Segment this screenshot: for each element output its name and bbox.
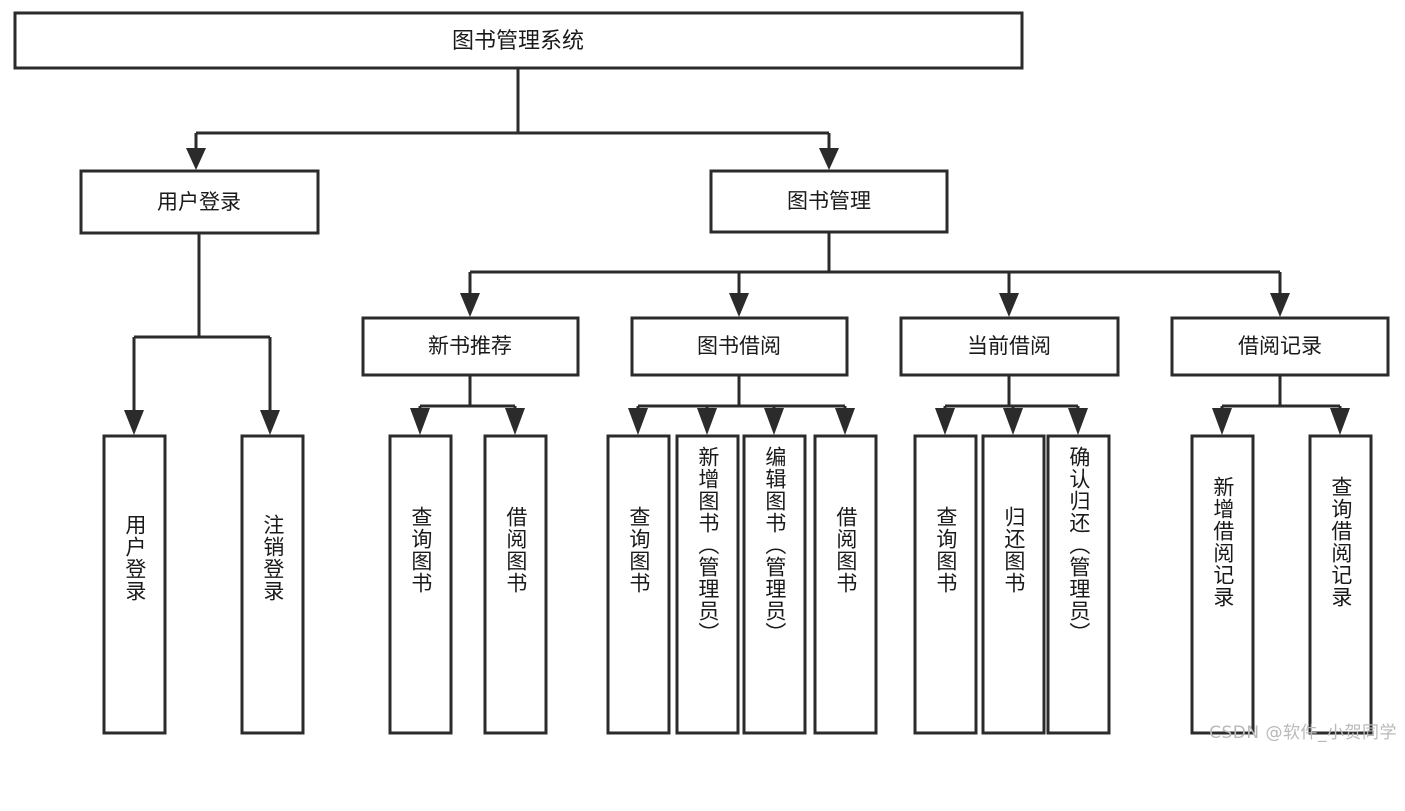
node-book-management-box[interactable] xyxy=(709,169,949,234)
diagram-canvas: 图书管理系统 用户登录 图书管理 新书推荐 图书借阅 当前借阅 借阅记录 xyxy=(13,11,1397,743)
leaf-box-book-borrow-2[interactable] xyxy=(675,434,740,735)
node-root-label: 图书管理系统 xyxy=(452,29,584,54)
node-current-borrow-box[interactable] xyxy=(899,316,1120,377)
node-book-borrow-box[interactable] xyxy=(630,316,849,377)
leaf-box-borrow-record-2[interactable] xyxy=(1308,434,1373,735)
arrow-to-current-borrow xyxy=(999,293,1019,317)
arrow-bookborrow-leaf4 xyxy=(835,408,855,435)
node-current-borrow-label: 当前借阅 xyxy=(967,334,1051,358)
node-new-book-box[interactable] xyxy=(361,316,580,377)
arrow-newbook-leaf1 xyxy=(410,408,430,435)
leaf-box-book-borrow-3[interactable] xyxy=(742,434,807,735)
leaf-box-current-borrow-2[interactable] xyxy=(981,434,1046,735)
node-borrow-record-label: 借阅记录 xyxy=(1238,334,1322,358)
leaf-box-user-login-2[interactable] xyxy=(240,434,305,735)
arrow-currentborrow-leaf2 xyxy=(1003,408,1023,435)
node-book-borrow-label: 图书借阅 xyxy=(697,334,781,358)
leaf-box-book-borrow-4[interactable] xyxy=(813,434,878,735)
hierarchy-svg: 图书管理系统 用户登录 图书管理 新书推荐 图书借阅 当前借阅 借阅记录 xyxy=(13,11,1390,735)
arrow-to-user-login xyxy=(186,148,206,170)
node-user-login-label: 用户登录 xyxy=(157,190,241,214)
leaf-box-user-login-1[interactable] xyxy=(102,434,167,735)
node-borrow-record-box[interactable] xyxy=(1170,316,1390,377)
arrow-currentborrow-leaf3 xyxy=(1068,408,1088,435)
connector-layer xyxy=(124,68,1350,435)
arrow-userlogin-leaf2 xyxy=(260,410,280,435)
arrow-bookborrow-leaf3 xyxy=(764,408,784,435)
arrow-newbook-leaf2 xyxy=(505,408,525,435)
node-layer: 图书管理系统 用户登录 图书管理 新书推荐 图书借阅 当前借阅 借阅记录 xyxy=(13,11,1390,735)
arrow-bookborrow-leaf1 xyxy=(628,408,648,435)
leaf-box-current-borrow-1[interactable] xyxy=(913,434,978,735)
node-book-management-label: 图书管理 xyxy=(787,189,871,213)
leaf-box-new-book-2[interactable] xyxy=(483,434,548,735)
leaf-box-borrow-record-1[interactable] xyxy=(1190,434,1255,735)
arrow-borrowrecord-leaf2 xyxy=(1330,408,1350,435)
arrow-to-book-mgmt xyxy=(819,148,839,170)
leaf-box-book-borrow-1[interactable] xyxy=(606,434,671,735)
arrow-currentborrow-leaf1 xyxy=(935,408,955,435)
node-user-login-box[interactable] xyxy=(79,169,320,235)
leaf-box-new-book-1[interactable] xyxy=(388,434,453,735)
arrow-userlogin-leaf1 xyxy=(124,410,144,435)
arrow-bookborrow-leaf2 xyxy=(697,408,717,435)
watermark-text: CSDN @软件_小贺同学 xyxy=(1209,723,1397,743)
leaf-box-current-borrow-3[interactable] xyxy=(1046,434,1111,735)
node-new-book-label: 新书推荐 xyxy=(428,334,512,358)
arrow-to-book-borrow xyxy=(729,293,749,317)
arrow-borrowrecord-leaf1 xyxy=(1212,408,1232,435)
node-root-box[interactable] xyxy=(13,11,1024,70)
arrow-to-new-book xyxy=(460,293,480,317)
arrow-to-borrow-record xyxy=(1270,293,1290,317)
